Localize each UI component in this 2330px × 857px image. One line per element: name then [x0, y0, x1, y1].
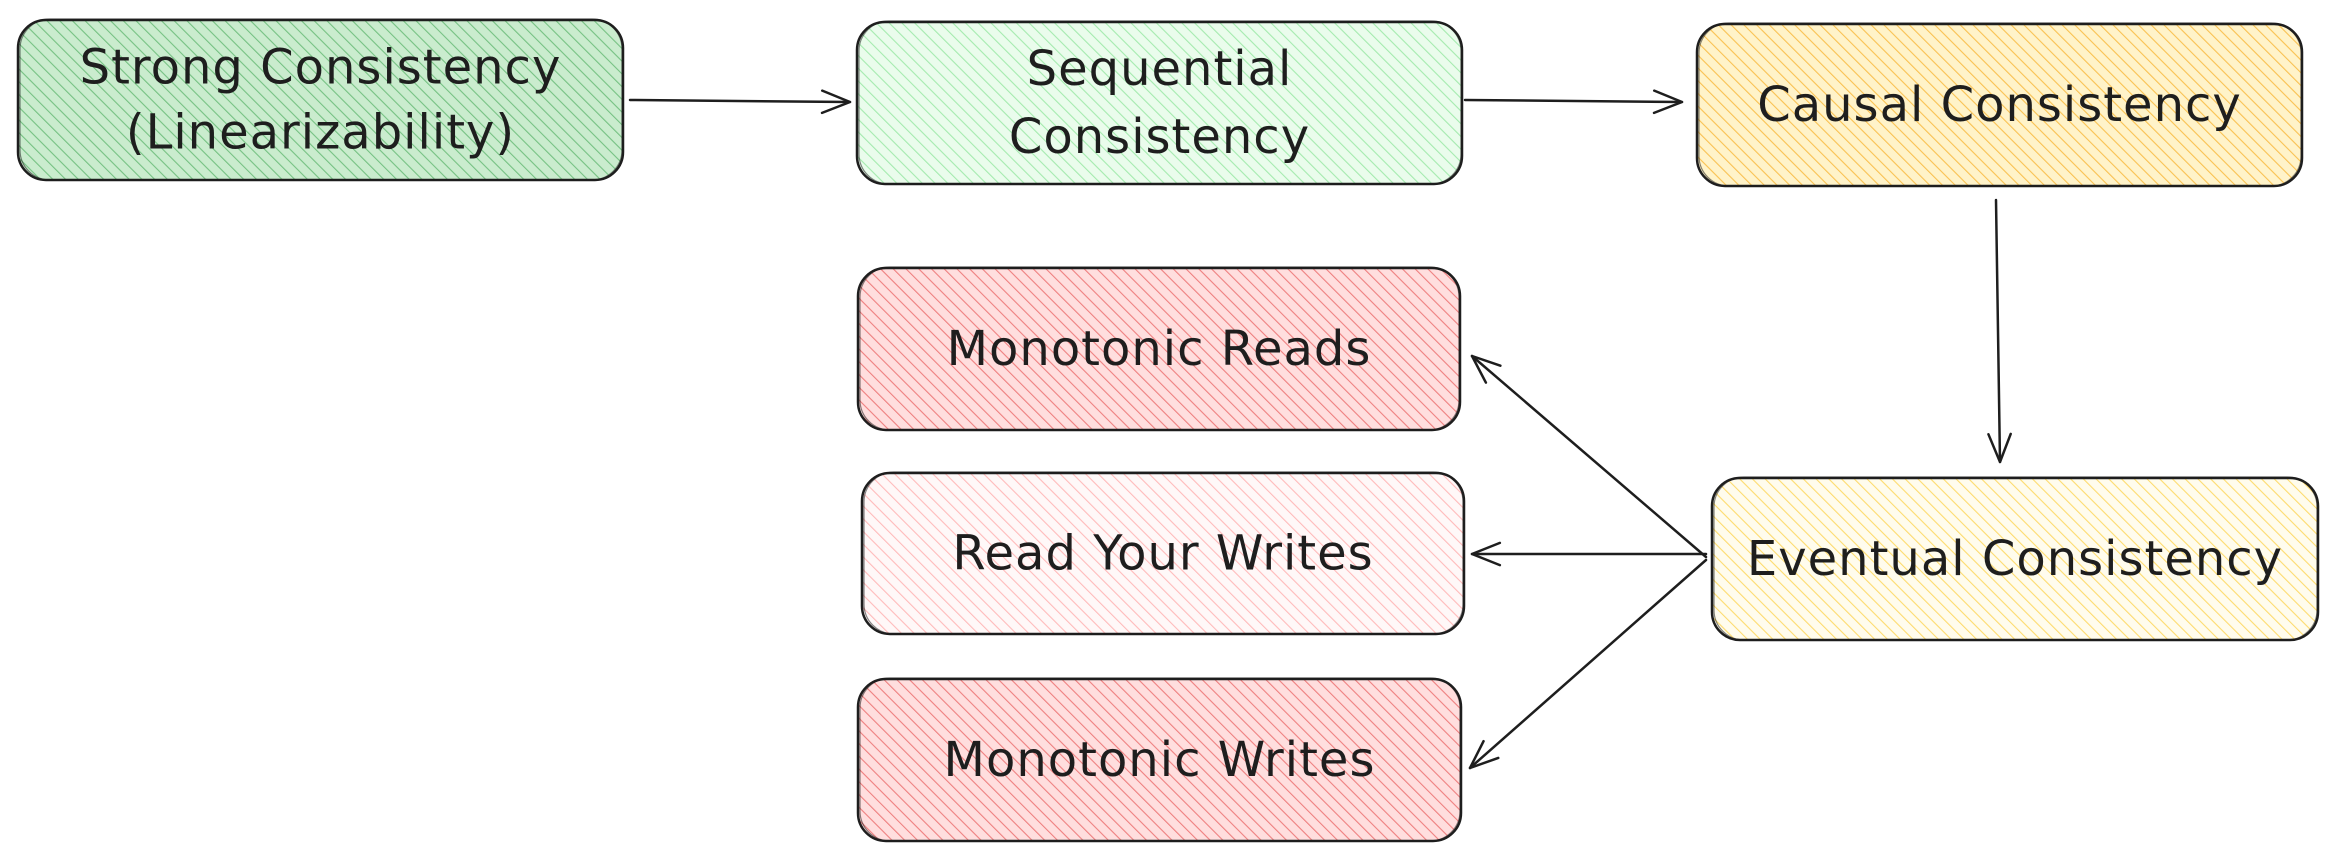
node-read-your-writes[interactable]: Read Your Writes — [860, 471, 1466, 636]
edge-strong-to-sequential-arrowhead — [820, 89, 852, 115]
node-sequential-outline — [858, 20, 1462, 185]
node-eventual-label-0: Eventual Consistency — [1747, 531, 2283, 587]
edge-eventual-to-read-your-writes-arrowhead — [1470, 541, 1502, 567]
node-eventual-outline — [1713, 476, 2318, 641]
node-read-your-writes-label-0: Read Your Writes — [952, 526, 1373, 582]
edge-eventual-to-monotonic-writes — [1468, 558, 1708, 770]
edge-sequential-to-causal-arrowhead — [1652, 89, 1684, 115]
edge-eventual-to-monotonic-reads-line — [1470, 354, 1708, 559]
nodes-layer: Strong Consistency (Linearizability) Seque… — [16, 18, 2320, 843]
node-causal-label-0: Causal Consistency — [1757, 77, 2242, 133]
edge-sequential-to-causal-line — [1463, 98, 1684, 104]
node-monotonic-writes[interactable]: Monotonic Writes — [856, 677, 1463, 843]
edge-eventual-to-monotonic-writes-line — [1468, 558, 1708, 770]
edge-strong-to-sequential — [628, 89, 852, 115]
node-strong[interactable]: Strong Consistency (Linearizability) — [16, 18, 625, 182]
edge-causal-to-eventual — [1987, 198, 2012, 464]
node-strong-label-1: (Linearizability) — [126, 105, 515, 161]
node-sequential-label-0: Sequential — [1027, 41, 1293, 97]
node-monotonic-reads-outline — [859, 266, 1460, 431]
node-strong-label-0: Strong Consistency — [80, 40, 562, 96]
node-monotonic-reads[interactable]: Monotonic Reads — [856, 266, 1462, 432]
node-causal-outline — [1698, 22, 2302, 187]
node-monotonic-reads-label-0: Monotonic Reads — [947, 321, 1372, 377]
edge-causal-to-eventual-arrowhead — [1987, 432, 2012, 464]
edge-eventual-to-read-your-writes — [1470, 541, 1708, 567]
edge-strong-to-sequential-line — [628, 98, 852, 104]
node-monotonic-writes-label-0: Monotonic Writes — [944, 732, 1376, 788]
node-eventual[interactable]: Eventual Consistency — [1710, 476, 2320, 642]
node-monotonic-writes-outline — [859, 677, 1461, 842]
node-read-your-writes-outline — [863, 471, 1464, 635]
edge-eventual-to-monotonic-writes-arrowhead — [1468, 739, 1500, 770]
edges-layer — [628, 89, 2012, 770]
node-causal[interactable]: Causal Consistency — [1695, 22, 2304, 188]
edge-sequential-to-causal — [1463, 89, 1684, 115]
edge-eventual-to-monotonic-reads — [1470, 354, 1708, 559]
node-sequential-label-1: Consistency — [1009, 109, 1310, 165]
edge-eventual-to-monotonic-reads-arrowhead — [1470, 354, 1502, 384]
edge-causal-to-eventual-line — [1994, 198, 2002, 464]
node-strong-outline — [19, 18, 623, 181]
